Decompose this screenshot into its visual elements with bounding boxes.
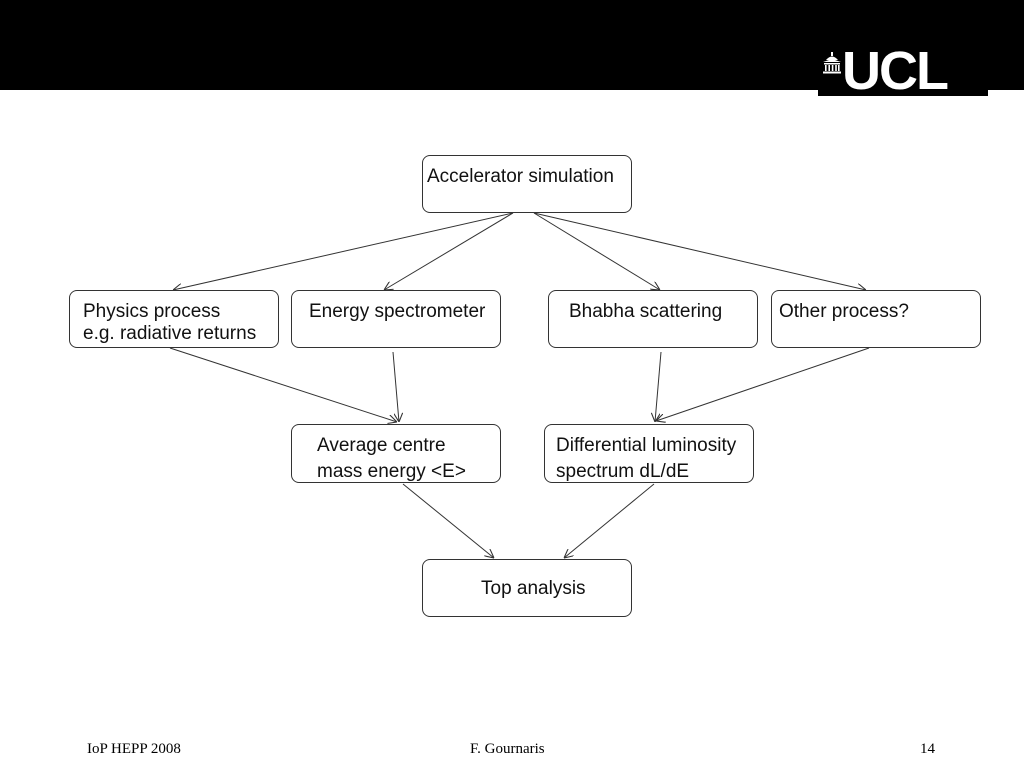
arrow-average-to-top <box>402 483 494 558</box>
arrow-energy-to-average <box>392 351 399 422</box>
node-label-line: Physics process <box>83 301 221 322</box>
arrow-accelerator-to-other <box>533 212 866 290</box>
node-label-line: Other process? <box>779 301 909 322</box>
node-label-line: Differential luminosity <box>556 435 737 456</box>
node-label-line: spectrum dL/dE <box>556 461 690 482</box>
node-accelerator-simulation: Accelerator simulation <box>422 155 632 213</box>
node-label-line: mass energy <E> <box>317 461 466 482</box>
node-other-process: Other process? <box>771 290 981 348</box>
arrow-bhabha-to-differential <box>655 351 662 422</box>
node-label-line: e.g. radiative returns <box>83 323 257 344</box>
ucl-logo: UCL <box>818 44 988 98</box>
logo-text: UCL <box>842 41 949 101</box>
node-label-line: Bhabha scattering <box>569 301 723 322</box>
arrow-differential-to-top <box>564 483 655 558</box>
node-average-centre-mass-energy: Average centre mass energy <E> <box>291 424 501 483</box>
node-label-line: Accelerator simulation <box>427 166 614 187</box>
arrow-accelerator-to-bhabha <box>533 212 660 290</box>
footer-author: F. Gournaris <box>470 741 545 757</box>
arrow-accelerator-to-physics <box>173 212 514 290</box>
node-energy-spectrometer: Energy spectrometer <box>291 290 501 348</box>
node-label-line: Average centre <box>317 435 446 456</box>
arrow-physics-to-average <box>169 347 397 422</box>
node-top-analysis: Top analysis <box>422 559 632 617</box>
portico-icon <box>823 52 841 74</box>
node-differential-luminosity-spectrum: Differential luminosity spectrum dL/dE <box>544 424 754 483</box>
arrow-other-to-differential <box>656 347 870 421</box>
node-bhabha-scattering: Bhabha scattering <box>548 290 758 348</box>
footer-event: IoP HEPP 2008 <box>87 741 181 757</box>
node-label-line: Top analysis <box>481 578 586 599</box>
footer-page-number: 14 <box>920 741 935 757</box>
node-label-line: Energy spectrometer <box>309 301 486 322</box>
node-physics-process: Physics process e.g. radiative returns <box>69 290 279 348</box>
arrow-accelerator-to-energy <box>384 212 514 290</box>
